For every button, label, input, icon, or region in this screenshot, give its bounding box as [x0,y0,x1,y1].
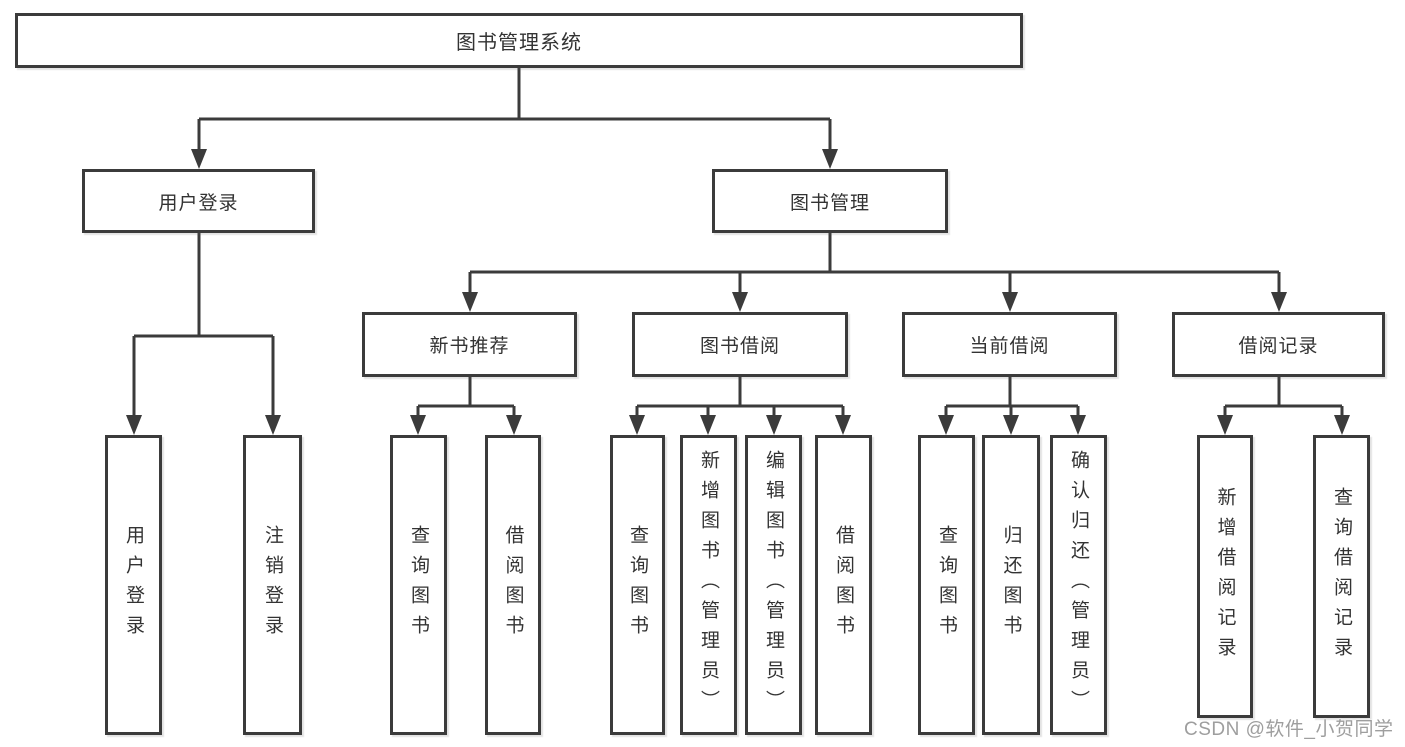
node-label: 查询图书 [408,525,429,645]
arrowhead [1003,415,1019,435]
arrowhead [506,415,522,435]
arrowhead [766,415,782,435]
node-label: 确认归还（管理员） [1068,450,1089,720]
arrowhead [835,415,851,435]
node-label: 借阅图书 [833,525,854,645]
node-root-system: 图书管理系统 [15,13,1023,68]
arrowhead [1070,415,1086,435]
leaf-return-books: 归还图书 [982,435,1040,735]
node-user-login: 用户登录 [82,169,315,233]
arrowhead [265,415,281,435]
node-label: 用户登录 [158,192,239,214]
arrowhead [126,415,142,435]
arrowhead [700,415,716,435]
node-label: 归还图书 [1000,525,1022,645]
arrowhead [629,415,645,435]
leaf-confirm-return-admin: 确认归还（管理员） [1050,435,1107,735]
arrowhead [462,292,478,312]
node-label: 借阅图书 [502,525,524,645]
arrowhead [938,415,954,435]
node-label: 借阅记录 [1238,336,1319,357]
node-label: 新增借阅记录 [1214,486,1236,667]
leaf-add-borrow-record: 新增借阅记录 [1197,435,1253,718]
arrowhead [1002,292,1018,312]
arrowhead [732,292,748,312]
node-label: 新增图书（管理员） [698,450,719,720]
arrowhead [410,415,426,435]
node-label: 当前借阅 [969,336,1050,357]
node-label: 查询图书 [627,525,648,645]
node-borrow-records: 借阅记录 [1172,312,1385,377]
node-current-borrow: 当前借阅 [902,312,1117,377]
node-label: 图书借阅 [699,336,780,357]
node-label: 图书管理系统 [456,32,582,54]
arrowhead [1271,292,1287,312]
arrowhead [822,149,838,169]
leaf-edit-books-admin: 编辑图书（管理员） [745,435,802,735]
node-label: 编辑图书（管理员） [763,450,784,720]
node-book-borrow: 图书借阅 [632,312,848,377]
leaf-query-books-3: 查询图书 [918,435,975,735]
leaf-query-books-2: 查询图书 [610,435,665,735]
leaf-query-books-1: 查询图书 [390,435,447,735]
arrowhead [1217,415,1233,435]
node-new-book-recommend: 新书推荐 [362,312,577,377]
node-label: 图书管理 [789,192,870,214]
leaf-borrow-books-1: 借阅图书 [485,435,541,735]
node-label: 注销登录 [262,525,283,645]
leaf-query-borrow-record: 查询借阅记录 [1313,435,1370,718]
node-label: 查询借阅记录 [1331,486,1352,667]
node-label: 新书推荐 [429,336,510,357]
csdn-watermark: CSDN @软件_小贺同学 [1184,719,1394,740]
leaf-borrow-books-2: 借阅图书 [815,435,872,735]
arrowhead [191,149,207,169]
leaf-add-books-admin: 新增图书（管理员） [680,435,737,735]
node-label: 用户登录 [123,525,144,645]
node-book-management: 图书管理 [712,169,948,233]
leaf-logout: 注销登录 [243,435,302,735]
leaf-user-login: 用户登录 [105,435,162,735]
node-label: 查询图书 [936,525,957,645]
arrowhead [1334,415,1350,435]
